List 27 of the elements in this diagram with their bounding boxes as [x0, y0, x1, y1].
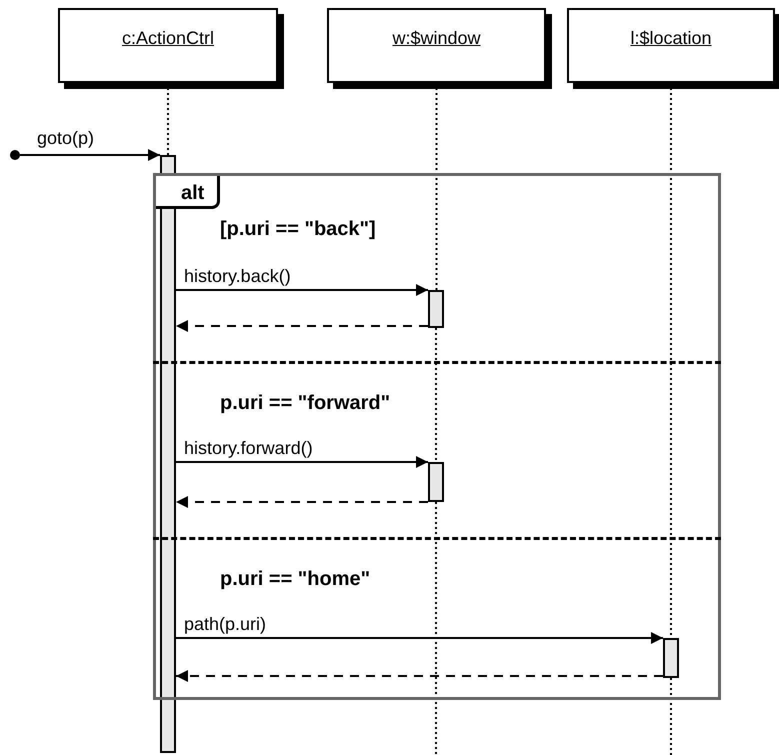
- activation-bar: [428, 462, 444, 502]
- fragment-operator: alt: [156, 176, 220, 209]
- fragment-frame: [153, 173, 721, 700]
- activation-bar: [160, 155, 176, 753]
- lifeline: [435, 328, 437, 462]
- object-name: c:ActionCtrl: [122, 28, 214, 50]
- message-label: goto(p): [37, 128, 94, 149]
- message-arrow: [20, 149, 160, 161]
- object-name: l:$location: [630, 28, 712, 50]
- guard-condition: p.uri == "home": [220, 568, 370, 591]
- message-arrow: [176, 632, 663, 644]
- start-dot: [10, 150, 20, 160]
- message-arrow: [176, 456, 428, 468]
- guard-condition: [p.uri == "back"]: [220, 218, 376, 241]
- lifeline: [435, 502, 437, 755]
- object-name: w:$window: [392, 28, 481, 50]
- message-arrow: [176, 284, 428, 296]
- lifeline: [670, 678, 672, 755]
- return-message-arrow: [176, 670, 663, 682]
- guard-condition: p.uri == "forward": [220, 392, 390, 415]
- activation-bar: [428, 290, 444, 328]
- activation-bar: [663, 638, 679, 678]
- return-message-arrow: [176, 496, 428, 508]
- message-label: history.back(): [184, 266, 291, 287]
- message-label: path(p.uri): [184, 614, 266, 635]
- return-message-arrow: [176, 320, 428, 332]
- message-label: history.forward(): [184, 438, 313, 459]
